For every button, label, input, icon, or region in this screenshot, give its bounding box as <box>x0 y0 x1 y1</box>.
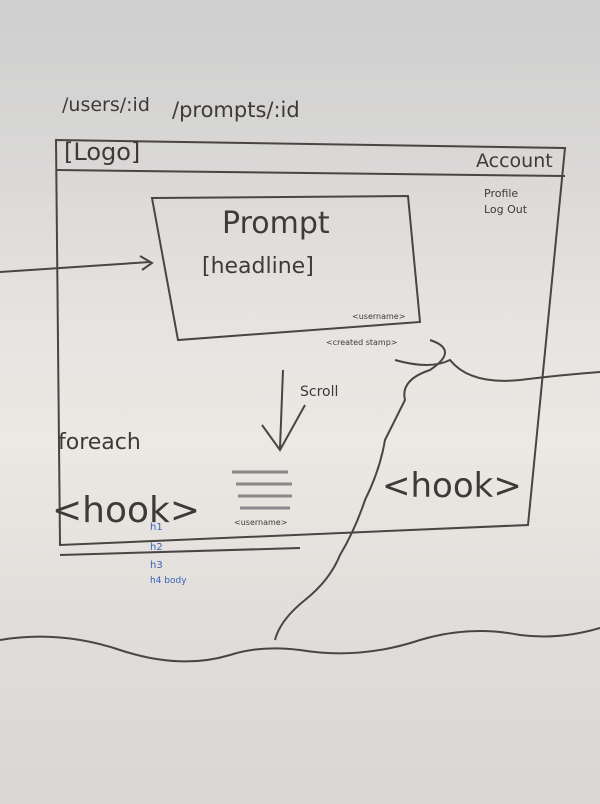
hook-left: <hook> <box>52 490 201 531</box>
page-frame <box>54 138 567 547</box>
tear-line-bottom <box>0 627 600 663</box>
bottom-line <box>59 547 301 556</box>
incoming-arrow-line <box>0 261 151 273</box>
hook-right: <hook> <box>382 466 522 506</box>
prompt-meta-username: <username> <box>352 312 406 321</box>
prompt-headline: [headline] <box>202 254 314 279</box>
route-prompts: /prompts/:id <box>172 98 300 122</box>
menu-item-profile: Profile <box>484 187 519 200</box>
prompt-title: Prompt <box>222 206 330 241</box>
logo-placeholder: [Logo] <box>64 138 141 166</box>
scroll-arrow-head <box>261 404 306 452</box>
prompt-meta-created: <created stamp> <box>326 338 398 347</box>
stack-caption: <username> <box>234 518 288 527</box>
tear-line-middle <box>274 339 446 641</box>
account-label: Account <box>476 150 553 172</box>
incoming-arrow-head <box>139 255 154 271</box>
heading-h3: h3 <box>150 560 163 571</box>
header-divider <box>55 169 566 177</box>
menu-item-logout: Log Out <box>484 203 528 216</box>
tear-line-right <box>394 358 600 382</box>
heading-h1: h1 <box>150 522 163 533</box>
prompt-box <box>150 194 422 342</box>
route-users: /users/:id <box>62 94 150 116</box>
loop-label: foreach <box>58 430 141 455</box>
heading-h4-body: h4 body <box>150 576 187 586</box>
scroll-arrow-line <box>279 369 284 449</box>
list-stack <box>232 470 292 510</box>
heading-h2: h2 <box>150 542 163 553</box>
scroll-note: Scroll <box>300 384 339 400</box>
